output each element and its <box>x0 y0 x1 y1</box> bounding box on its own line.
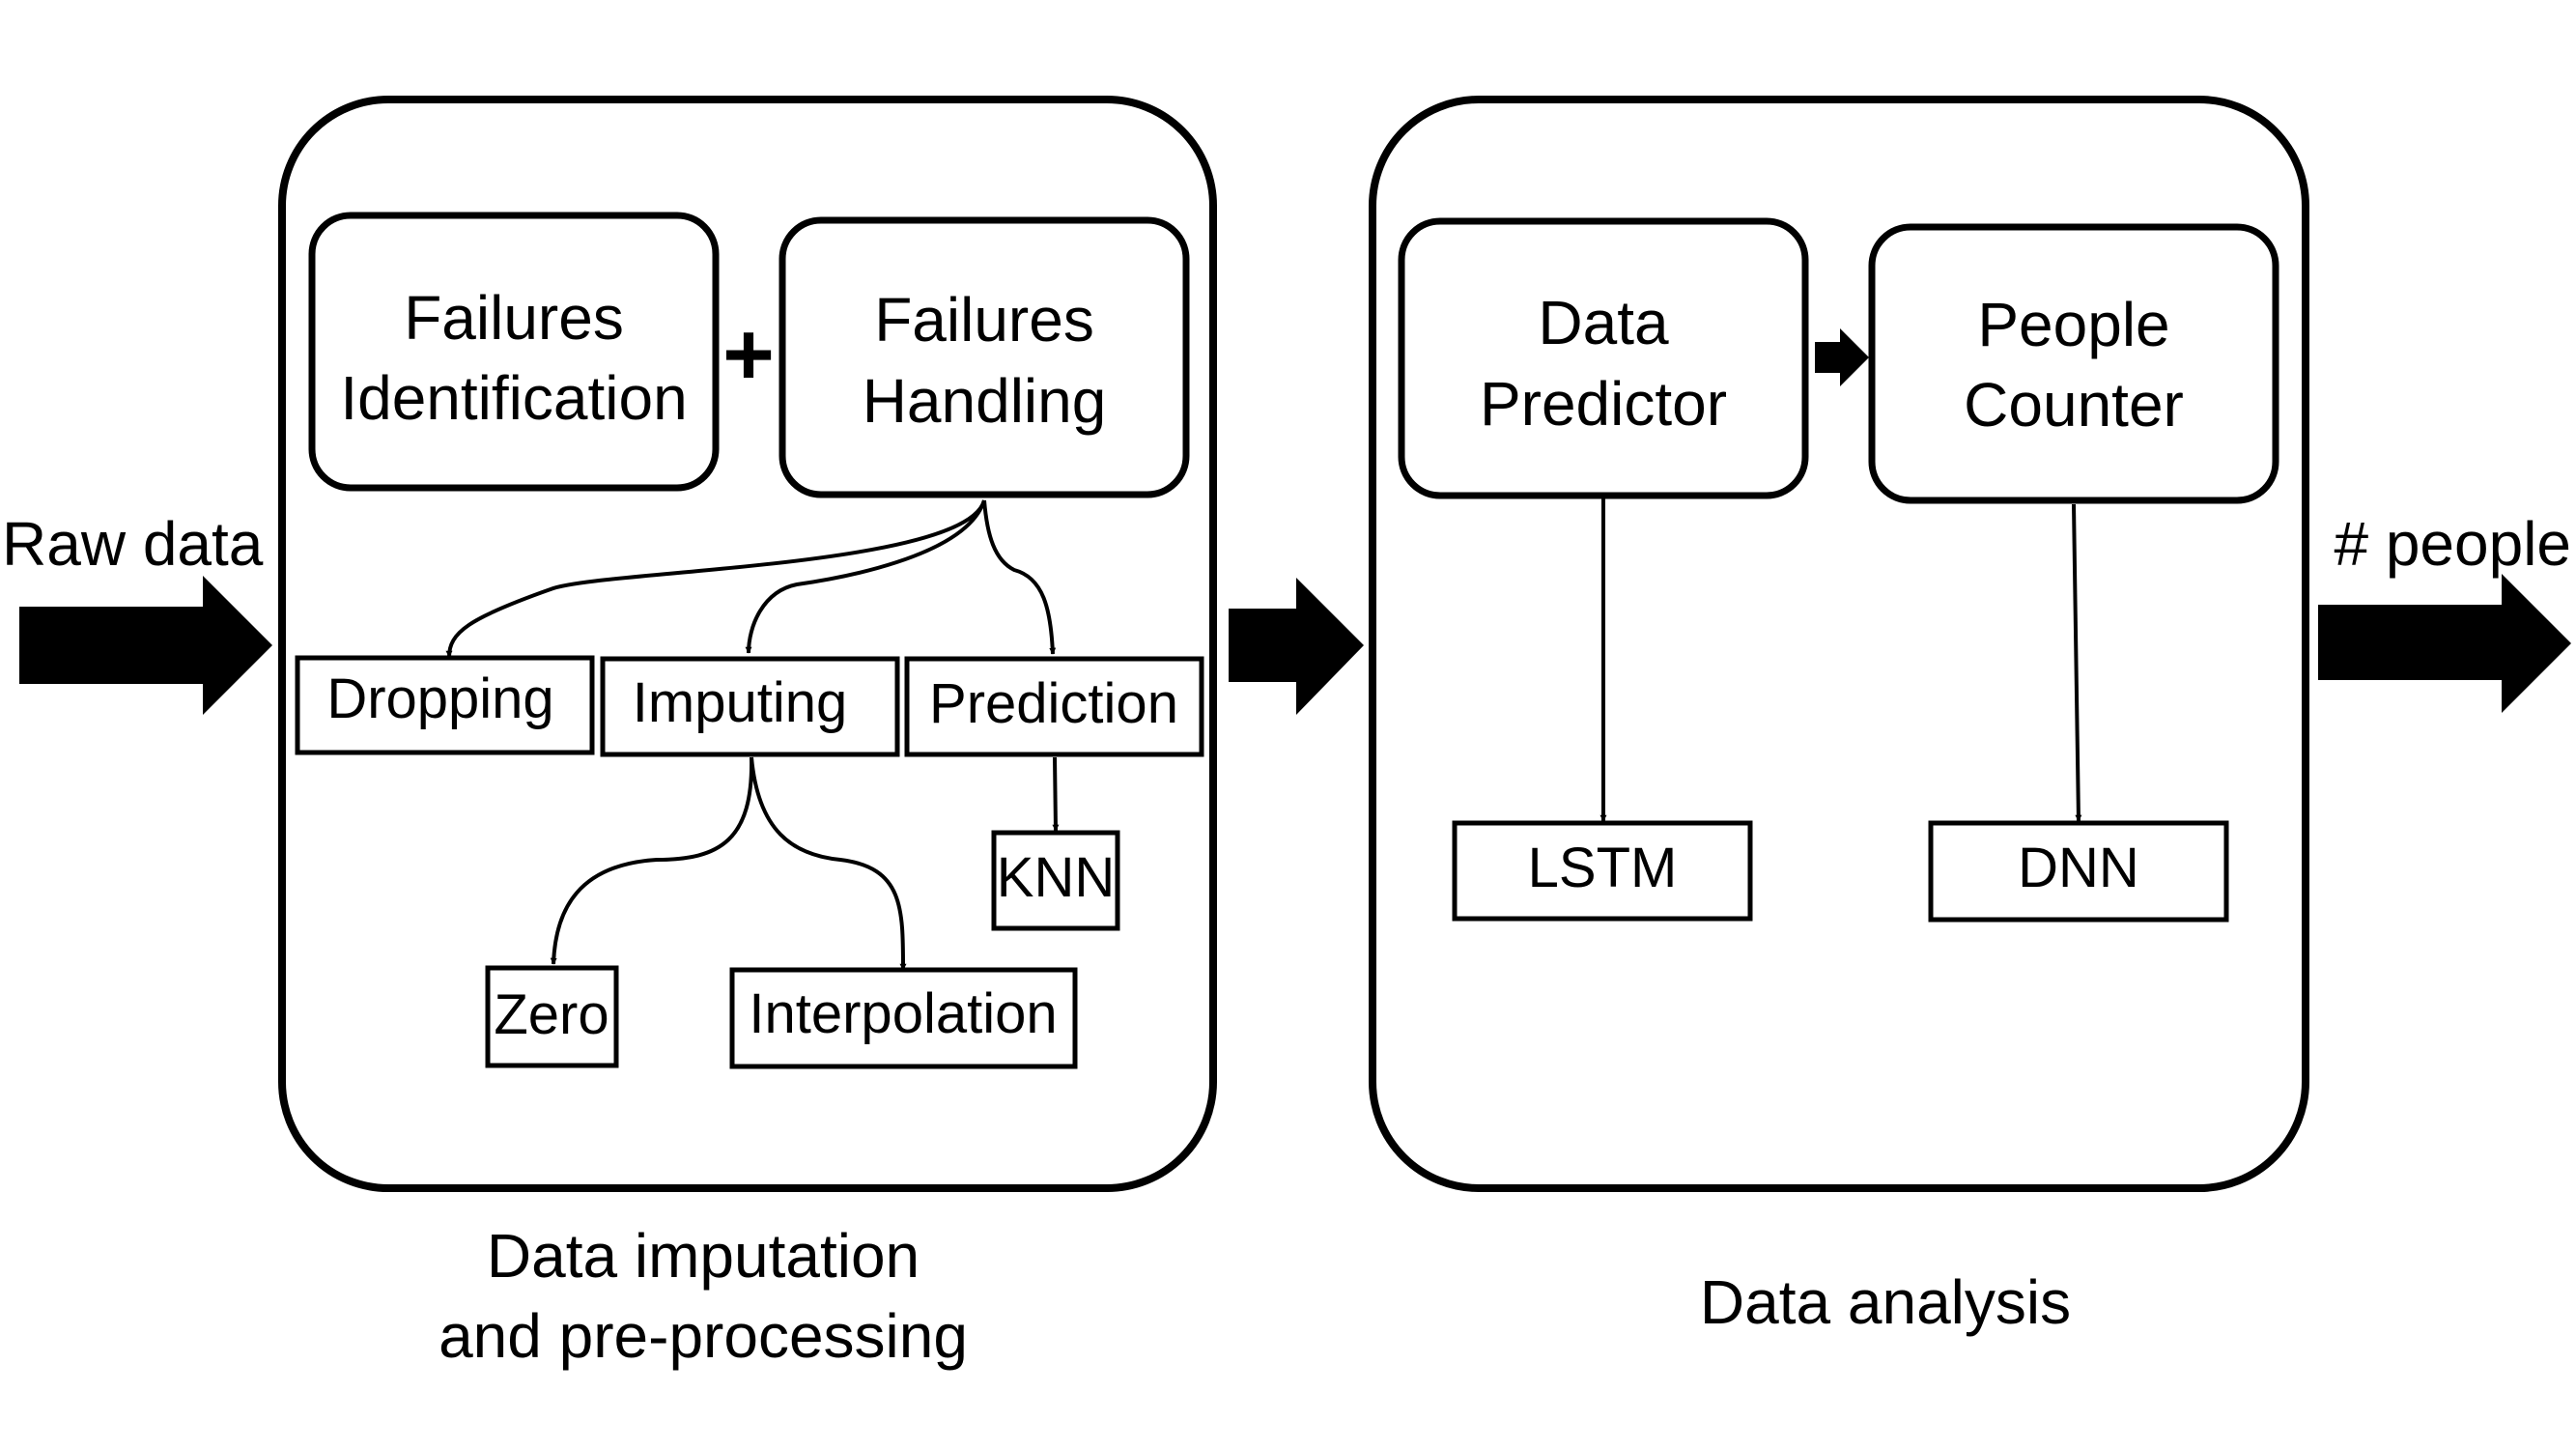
interpolation-box <box>729 967 1078 1069</box>
imputing-label: Imputing <box>633 671 847 734</box>
lstm-label: LSTM <box>1528 837 1678 899</box>
preprocessing-caption-line1: Data imputation <box>487 1221 920 1291</box>
prediction-label: Prediction <box>929 672 1178 735</box>
analysis-connectors <box>1599 498 2082 822</box>
failures-handling-line1: Failures <box>874 285 1094 355</box>
analysis-panel <box>1369 96 2309 1192</box>
connector-to-imputing <box>745 499 986 654</box>
failures-identification-box: Failures Identification <box>308 212 720 492</box>
failures-handling-line2: Handling <box>863 366 1107 436</box>
interpolation-label: Interpolation <box>749 982 1057 1045</box>
lstm-box <box>1452 820 1753 922</box>
imputing-box <box>600 656 900 757</box>
people-counter-box: People Counter <box>1868 223 2279 504</box>
raw-data-arrow <box>19 576 272 715</box>
zero-box <box>485 965 619 1068</box>
plus-symbol: + <box>722 305 775 404</box>
middle-arrow <box>1229 578 1364 715</box>
dropping-label: Dropping <box>326 668 553 730</box>
dropping-box <box>295 655 595 755</box>
connector-to-prediction <box>982 499 1057 655</box>
people-output-arrow <box>2318 574 2571 713</box>
preprocessing-caption-line2: and pre-processing <box>439 1301 968 1371</box>
knn-label: KNN <box>997 846 1115 909</box>
data-predictor-box: Data Predictor <box>1398 217 1809 499</box>
handling-connectors <box>445 499 1057 658</box>
connector-to-dnn <box>2072 503 2082 822</box>
predictor-to-counter-arrow <box>1815 328 1869 386</box>
preprocessing-panel <box>278 96 1217 1192</box>
dnn-label: DNN <box>2018 837 2139 899</box>
people-counter-line1: People <box>1977 290 2169 359</box>
method-connectors <box>550 756 1060 971</box>
connector-to-dropping <box>445 499 986 658</box>
people-output-label: # people <box>2334 509 2571 579</box>
zero-label: Zero <box>494 983 609 1046</box>
raw-data-label: Raw data <box>2 509 264 579</box>
failures-identification-line1: Failures <box>404 283 624 353</box>
connector-to-zero <box>550 756 754 965</box>
data-predictor-line2: Predictor <box>1480 369 1727 439</box>
data-predictor-line1: Data <box>1538 288 1669 357</box>
failures-handling-box: Failures Handling <box>778 216 1190 498</box>
connector-to-knn <box>1052 756 1060 832</box>
people-counter-line2: Counter <box>1964 370 2184 440</box>
connector-to-interpolation <box>750 756 907 971</box>
analysis-caption: Data analysis <box>1700 1267 2071 1337</box>
dnn-box <box>1928 820 2229 923</box>
knn-box <box>991 830 1120 931</box>
failures-identification-line2: Identification <box>340 363 687 433</box>
prediction-box <box>904 656 1204 757</box>
